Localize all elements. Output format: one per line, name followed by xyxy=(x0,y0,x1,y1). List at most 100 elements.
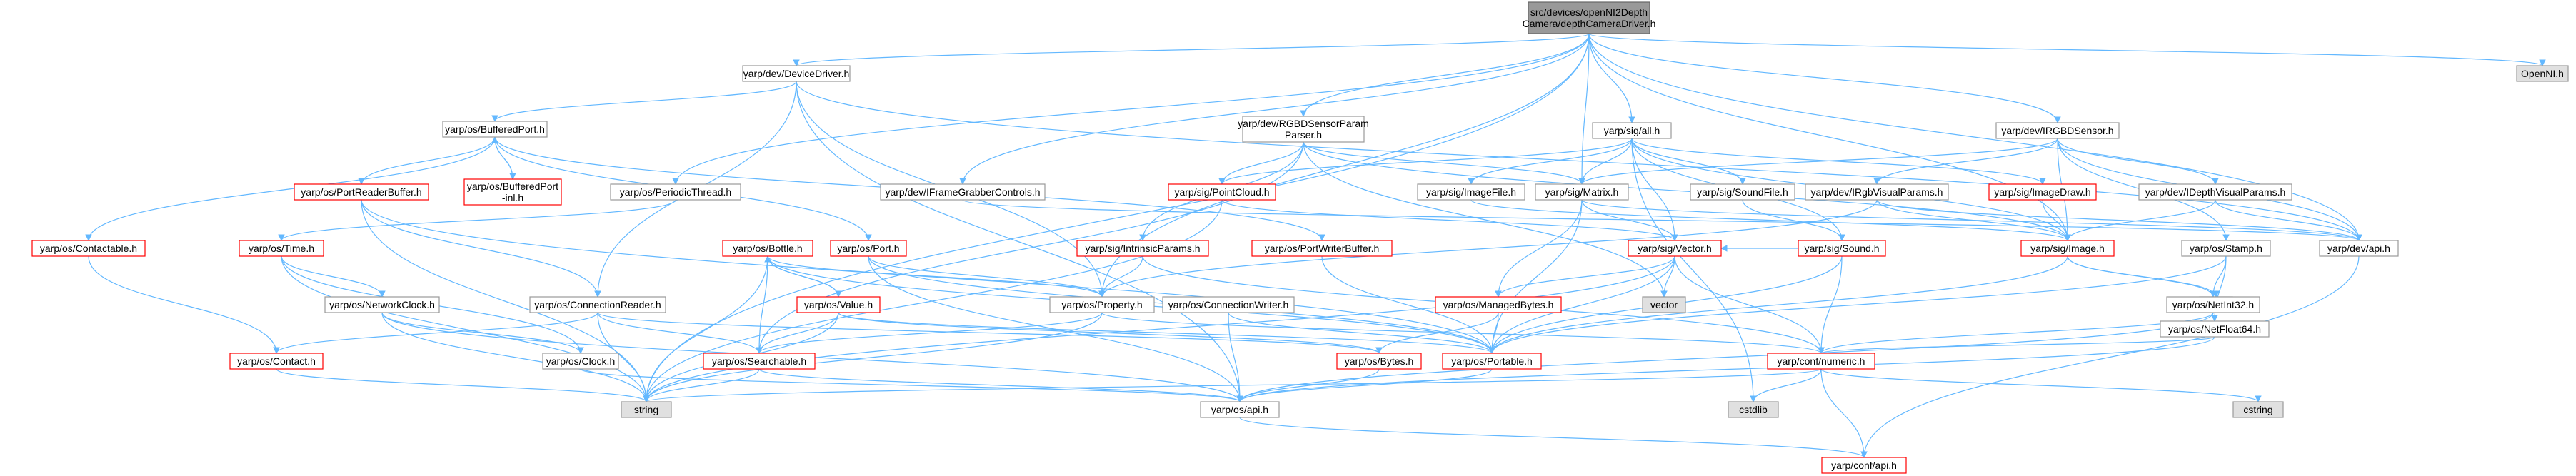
node-periodicthread[interactable]: yarp/os/PeriodicThread.h xyxy=(610,183,741,201)
node-box xyxy=(1988,183,2097,201)
node-label: yarp/os/Stamp.h xyxy=(2190,243,2262,254)
node-bottle[interactable]: yarp/os/Bottle.h xyxy=(722,240,813,257)
node-idepthvisual[interactable]: yarp/dev/IDepthVisualParams.h xyxy=(2138,183,2292,201)
node-managedbytes[interactable]: yarp/os/ManagedBytes.h xyxy=(1435,296,1562,313)
node-value[interactable]: yarp/os/Value.h xyxy=(796,296,881,313)
node-box xyxy=(1690,183,1795,201)
node-label: src/devices/openNI2Depth xyxy=(1530,6,1648,18)
node-label: yarp/os/PeriodicThread.h xyxy=(620,186,731,198)
edge-soundfile-to-sound xyxy=(1742,199,1845,241)
node-stamp[interactable]: yarp/os/Stamp.h xyxy=(2181,240,2271,257)
node-netfloat64[interactable]: yarp/os/NetFloat64.h xyxy=(2160,320,2270,338)
node-time[interactable]: yarp/os/Time.h xyxy=(239,240,324,257)
edge-networkclock-to-clock xyxy=(381,312,584,354)
edge-vectorh-to-confnumeric xyxy=(1674,255,1825,354)
edge-imagefile-to-image xyxy=(1470,199,2071,241)
edge-portreaderbuffer-to-portable xyxy=(361,199,1495,354)
node-vectorh[interactable]: yarp/sig/Vector.h xyxy=(1628,240,1722,257)
node-property[interactable]: yarp/os/Property.h xyxy=(1049,296,1155,313)
edge-sigall-to-vectorh xyxy=(1631,138,1678,241)
node-box xyxy=(2516,65,2569,82)
edge-bottle-to-property xyxy=(767,255,1106,298)
node-bufferedport[interactable]: yarp/os/BufferedPort.h xyxy=(442,121,548,138)
edge-irgbvisual-to-devapi xyxy=(1876,199,2362,241)
edge-property-to-confnumeric xyxy=(1101,312,1825,354)
node-sigall[interactable]: yarp/sig/all.h xyxy=(1592,122,1672,139)
node-box xyxy=(442,121,548,138)
edge-root-to-openni xyxy=(1588,33,2546,66)
node-label: yarp/os/Time.h xyxy=(249,243,314,254)
node-label: yarp/os/Property.h xyxy=(1061,299,1142,310)
node-contact[interactable]: yarp/os/Contact.h xyxy=(229,353,324,370)
node-devapi[interactable]: yarp/dev/api.h xyxy=(2319,240,2399,257)
edge-bufferedport-to-portreaderbuffer xyxy=(358,136,496,185)
node-intrinsic[interactable]: yarp/sig/IntrinsicParams.h xyxy=(1076,240,1209,257)
node-port[interactable]: yarp/os/Port.h xyxy=(830,240,907,257)
node-box xyxy=(1995,122,2120,139)
node-openni[interactable]: OpenNI.h xyxy=(2516,65,2569,82)
node-string[interactable]: string xyxy=(621,401,672,418)
nodes-layer: src/devices/openNI2DepthCamera/depthCame… xyxy=(31,1,2569,474)
node-pointcloud[interactable]: yarp/sig/PointCloud.h xyxy=(1168,183,1276,201)
node-searchable[interactable]: yarp/os/Searchable.h xyxy=(703,353,816,370)
node-box xyxy=(1805,183,1949,201)
node-imagefile[interactable]: yarp/sig/ImageFile.h xyxy=(1417,183,1525,201)
node-contactable[interactable]: yarp/os/Contactable.h xyxy=(31,240,146,257)
node-box xyxy=(2166,296,2260,313)
node-bufferedportinl[interactable]: yarp/os/BufferedPort-inl.h xyxy=(463,178,562,206)
node-label: yarp/sig/PointCloud.h xyxy=(1174,186,1269,198)
edge-portreaderbuffer-to-string xyxy=(361,199,650,402)
node-portable[interactable]: yarp/os/Portable.h xyxy=(1442,353,1542,370)
node-irgbvisual[interactable]: yarp/dev/IRgbVisualParams.h xyxy=(1805,183,1949,201)
node-label: yarp/dev/api.h xyxy=(2327,243,2390,254)
edge-idepthvisual-to-image xyxy=(2064,199,2216,241)
edge-devapi-to-confapi xyxy=(1860,255,2360,458)
node-imagedraw[interactable]: yarp/sig/ImageDraw.h xyxy=(1988,183,2097,201)
node-netint32[interactable]: yarp/os/NetInt32.h xyxy=(2166,296,2260,313)
node-networkclock[interactable]: yarp/os/NetworkClock.h xyxy=(324,296,440,313)
node-devicedriver[interactable]: yarp/dev/DeviceDriver.h xyxy=(742,65,851,82)
edge-root-to-matrix xyxy=(1578,33,1590,185)
edge-vectorh-to-portable xyxy=(1488,255,1675,354)
node-cstdlib[interactable]: cstdlib xyxy=(1728,401,1779,418)
node-confapi[interactable]: yarp/conf/api.h xyxy=(1821,457,1907,474)
node-matrix[interactable]: yarp/sig/Matrix.h xyxy=(1535,183,1629,201)
edge-searchable-to-osapi xyxy=(758,368,1243,402)
edge-netint32-to-confnumeric xyxy=(1818,312,2214,354)
node-connectionreader[interactable]: yarp/os/ConnectionReader.h xyxy=(529,296,666,313)
node-bytes[interactable]: yarp/os/Bytes.h xyxy=(1336,353,1422,370)
edge-matrix-to-vectorh xyxy=(1581,199,1678,241)
edge-contactable-to-contact xyxy=(88,255,280,354)
node-label: vector xyxy=(1650,299,1678,310)
node-label: yarp/conf/numeric.h xyxy=(1778,355,1865,367)
edge-time-to-string xyxy=(281,255,650,402)
edge-idepthvisual-to-devapi xyxy=(2215,199,2362,241)
node-root[interactable]: src/devices/openNI2DepthCamera/depthCame… xyxy=(1523,1,1656,34)
node-soundfile[interactable]: yarp/sig/SoundFile.h xyxy=(1690,183,1795,201)
node-clock[interactable]: yarp/os/Clock.h xyxy=(542,353,619,370)
edge-sound-to-confnumeric xyxy=(1818,255,1843,354)
node-connectionwriter[interactable]: yarp/os/ConnectionWriter.h xyxy=(1162,296,1295,313)
node-portwriterbuffer[interactable]: yarp/os/PortWriterBuffer.h xyxy=(1251,240,1393,257)
node-image[interactable]: yarp/sig/Image.h xyxy=(2020,240,2115,257)
node-box xyxy=(1821,457,1907,474)
node-box xyxy=(2160,320,2270,338)
node-box xyxy=(1728,401,1779,418)
node-label: yarp/os/Value.h xyxy=(804,299,873,310)
edge-devicedriver-to-osapi xyxy=(796,81,1243,402)
node-sound[interactable]: yarp/sig/Sound.h xyxy=(1798,240,1886,257)
node-confnumeric[interactable]: yarp/conf/numeric.h xyxy=(1767,353,1875,370)
node-portreaderbuffer[interactable]: yarp/os/PortReaderBuffer.h xyxy=(294,183,429,201)
node-box xyxy=(1592,122,1672,139)
node-irgbdsensor[interactable]: yarp/dev/IRGBDSensor.h xyxy=(1995,122,2120,139)
node-osapi[interactable]: yarp/os/api.h xyxy=(1200,401,1280,418)
node-cstring[interactable]: cstring xyxy=(2232,401,2284,418)
node-label: yarp/os/Contactable.h xyxy=(40,243,137,254)
node-vector[interactable]: vector xyxy=(1642,296,1686,313)
node-iframegrabber[interactable]: yarp/dev/IFrameGrabberControls.h xyxy=(880,183,1046,201)
node-label: yarp/os/Searchable.h xyxy=(712,355,806,367)
node-label: yarp/dev/IRgbVisualParams.h xyxy=(1811,186,1943,198)
edge-property-to-searchable xyxy=(756,312,1103,354)
